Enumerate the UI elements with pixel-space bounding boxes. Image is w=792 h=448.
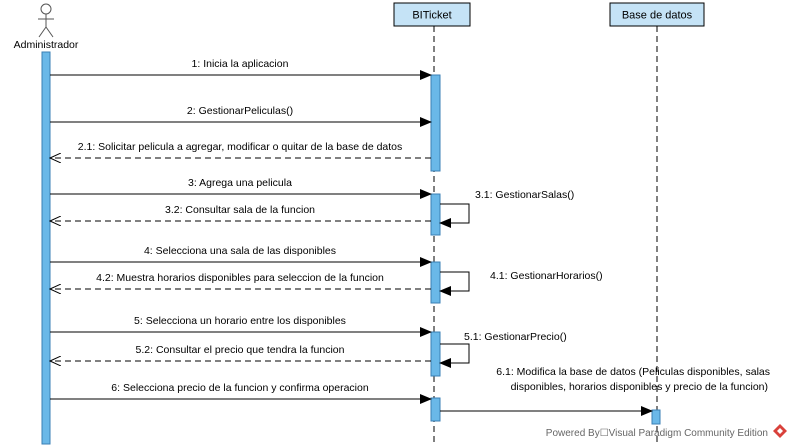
message-label: 5: Selecciona un horario entre los dispo…	[134, 315, 346, 327]
actor-administrador: Administrador	[14, 3, 79, 51]
participant-biticket: BITicket	[393, 2, 471, 27]
watermark: Powered By☐Visual Paradigm Community Edi…	[546, 424, 787, 439]
activation-biticket	[430, 261, 441, 304]
activation-biticket	[430, 331, 441, 377]
watermark-text: Powered By☐Visual Paradigm Community Edi…	[546, 428, 768, 439]
self-message-arrow	[439, 271, 470, 296]
activation-base-de-datos	[651, 409, 661, 425]
participant-label: Base de datos	[622, 10, 693, 22]
activation-biticket	[430, 193, 441, 236]
message-label: 3.1: GestionarSalas()	[475, 189, 574, 201]
message-label: 4.1: GestionarHorarios()	[490, 270, 603, 282]
message-label: 5.1: GestionarPrecio()	[464, 331, 567, 343]
message-label: 1: Inicia la aplicacion	[192, 58, 289, 70]
message-label: 3: Agrega una pelicula	[188, 177, 292, 189]
message-label: 4: Selecciona una sala de las disponible…	[144, 245, 336, 257]
self-message-arrow	[439, 203, 470, 228]
activation-administrador	[41, 51, 51, 445]
message-label: 2: GestionarPeliculas()	[187, 105, 293, 117]
message-label: 3.2: Consultar sala de la funcion	[165, 204, 315, 216]
participant-label: BITicket	[412, 10, 451, 22]
actor-label: Administrador	[14, 39, 79, 51]
message-label-line1: 6.1: Modifica la base de datos (Pelicula…	[496, 366, 770, 378]
message-label: 6: Selecciona precio de la funcion y con…	[111, 382, 369, 394]
self-message-arrow	[439, 343, 470, 368]
participant-box	[393, 2, 471, 27]
activation-biticket	[430, 74, 441, 172]
message-label-line2: disponibles, horarios disponibles y prec…	[511, 381, 768, 393]
visual-paradigm-logo-icon	[773, 424, 787, 438]
activation-biticket	[430, 397, 441, 422]
participant-base-de-datos: Base de datos	[609, 2, 705, 27]
message-label: 2.1: Solicitar pelicula a agregar, modif…	[78, 141, 403, 153]
message-label: 4.2: Muestra horarios disponibles para s…	[96, 272, 384, 284]
message-label: 5.2: Consultar el precio que tendra la f…	[136, 344, 345, 356]
stick-figure-icon	[38, 3, 54, 38]
